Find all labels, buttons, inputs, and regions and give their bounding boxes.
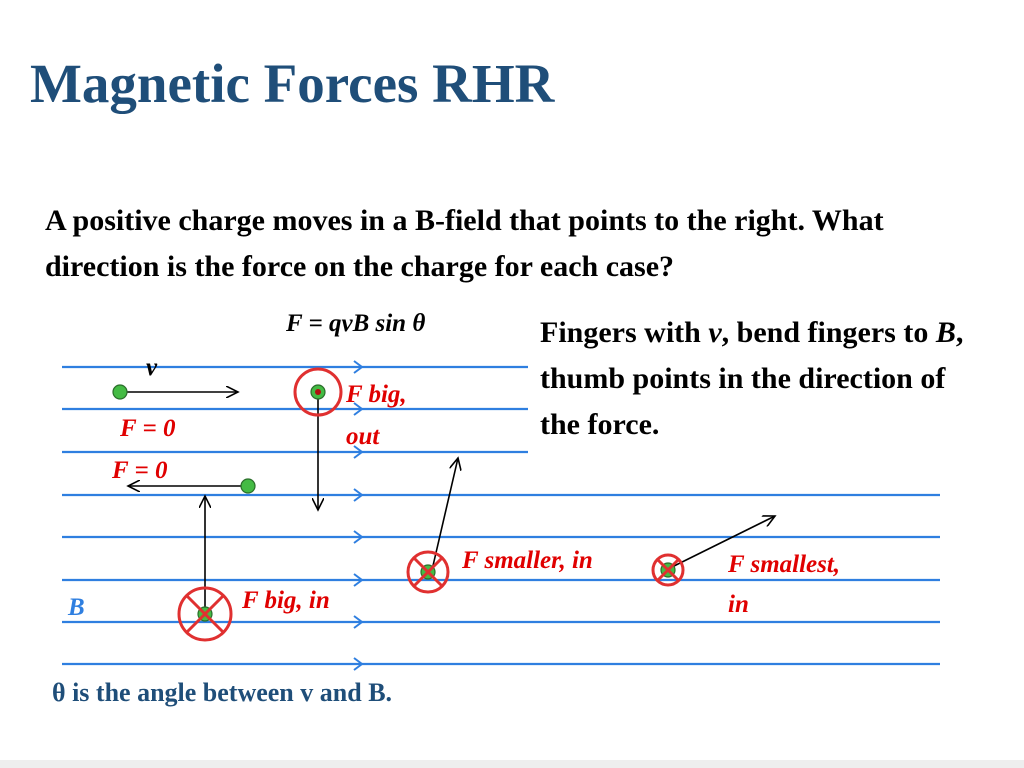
force-label-case5: F smaller, in [462, 547, 593, 574]
force-into-page-icon [651, 553, 685, 587]
force-into-page-icon [406, 550, 450, 594]
force-label-case6-line1: F smallest, [728, 551, 841, 578]
rule-text-v: v [708, 316, 722, 349]
theta-definition-note: θ is the angle between v and B. [52, 678, 393, 707]
force-out-of-page-icon [293, 367, 343, 417]
force-label-case4: F big, in [242, 587, 330, 614]
slide-bottom-bar [0, 760, 1024, 768]
field-arrow-icon [353, 573, 364, 587]
velocity-label: v [146, 354, 158, 381]
rule-text-part3: , thumb points in the direction of the f… [540, 316, 964, 441]
force-formula: F = qvB sin θ [286, 310, 426, 337]
rule-text-b: B [935, 316, 956, 349]
b-field-lines [62, 365, 940, 666]
charge-dot [112, 384, 128, 400]
rule-text-part2: , bend fingers to [721, 316, 936, 349]
force-label-case6-line2: in [728, 591, 749, 618]
question-text: A positive charge moves in a B-field tha… [45, 204, 884, 283]
field-direction-arrows [353, 360, 364, 671]
charges [112, 384, 676, 622]
velocity-arrows [125, 392, 775, 612]
velocity-arrow-steep [431, 458, 458, 571]
force-label-case2: F = 0 [112, 457, 168, 484]
force-label-case3-line2: out [346, 423, 380, 450]
field-arrow-icon [353, 615, 364, 629]
right-hand-rule-text: Fingers with v, bend fingers to B, thumb… [540, 310, 980, 448]
field-arrow-icon [353, 445, 364, 459]
charge-dot [240, 478, 256, 494]
field-arrow-icon [353, 402, 364, 416]
field-arrow-icon [353, 360, 364, 374]
b-field-label: B [68, 594, 85, 621]
rule-text-part1: Fingers with [540, 316, 709, 349]
force-label-case1: F = 0 [120, 415, 176, 442]
field-arrow-icon [353, 530, 364, 544]
field-arrow-icon [353, 488, 364, 502]
force-into-page-icon [177, 586, 233, 642]
field-arrow-icon [353, 657, 364, 671]
force-label-case3-line1: F big, [346, 381, 407, 408]
slide-title: Magnetic Forces RHR [30, 53, 555, 114]
velocity-arrow-shallow [669, 516, 775, 569]
